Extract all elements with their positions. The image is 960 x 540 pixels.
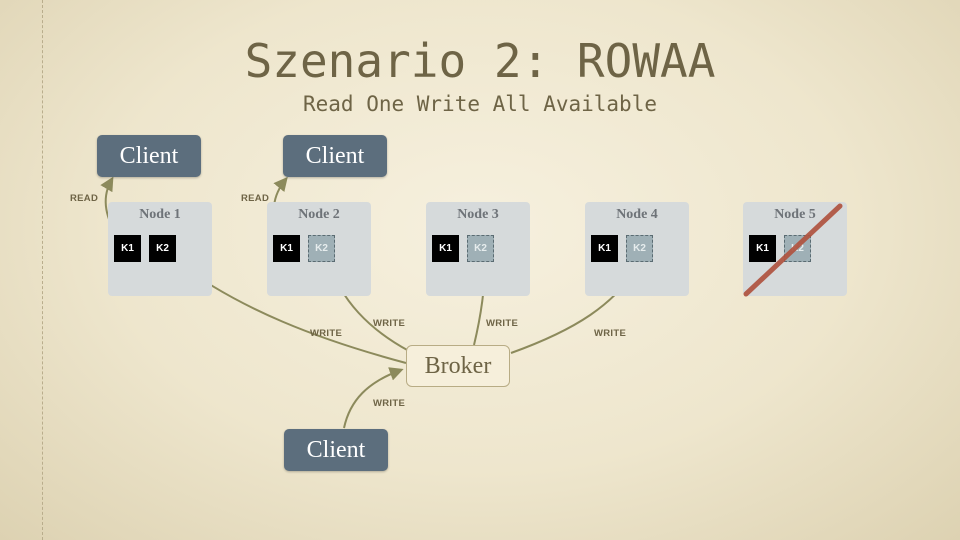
client-label: Client	[306, 436, 366, 463]
client-label: Client	[305, 142, 365, 169]
broker-box: Broker	[406, 345, 510, 387]
client-top-left: Client	[97, 135, 201, 177]
broker-label: Broker	[424, 352, 492, 379]
node-4: Node 4 K1 K2	[585, 202, 689, 296]
client-label: Client	[119, 142, 179, 169]
key-k2-stale: K2	[626, 235, 653, 262]
key-k1: K1	[114, 235, 141, 262]
node-label: Node 5	[774, 207, 816, 222]
margin-line	[42, 0, 43, 540]
slide-title: Szenario 2: ROWAA	[244, 34, 716, 88]
key-k1: K1	[273, 235, 300, 262]
key-k2-stale: K2	[308, 235, 335, 262]
node-label: Node 3	[457, 207, 499, 222]
node-label: Node 4	[616, 207, 658, 222]
edge-label-write-node2: WRITE	[373, 318, 406, 329]
key-k1: K1	[749, 235, 776, 262]
client-top-middle: Client	[283, 135, 387, 177]
edge-label-read-1: READ	[70, 193, 99, 204]
node-3: Node 3 K1 K2	[426, 202, 530, 296]
edge-label-read-2: READ	[241, 193, 270, 204]
key-k1: K1	[591, 235, 618, 262]
client-bottom: Client	[284, 429, 388, 471]
edge-label-write-node3: WRITE	[486, 318, 519, 329]
key-k2-stale: K2	[467, 235, 494, 262]
edge-label-write-node4: WRITE	[594, 328, 627, 339]
slide-subtitle: Read One Write All Available	[302, 92, 657, 116]
failure-cross-line	[743, 203, 843, 297]
key-k1: K1	[432, 235, 459, 262]
node-2: Node 2 K1 K2	[267, 202, 371, 296]
arrow-write-client-broker	[343, 367, 404, 429]
edge-label-write-node1: WRITE	[310, 328, 343, 339]
key-k2: K2	[149, 235, 176, 262]
edge-label-write-client: WRITE	[373, 398, 406, 409]
node-label: Node 1	[139, 207, 181, 222]
node-label: Node 2	[298, 207, 340, 222]
node-1: Node 1 K1 K2	[108, 202, 212, 296]
